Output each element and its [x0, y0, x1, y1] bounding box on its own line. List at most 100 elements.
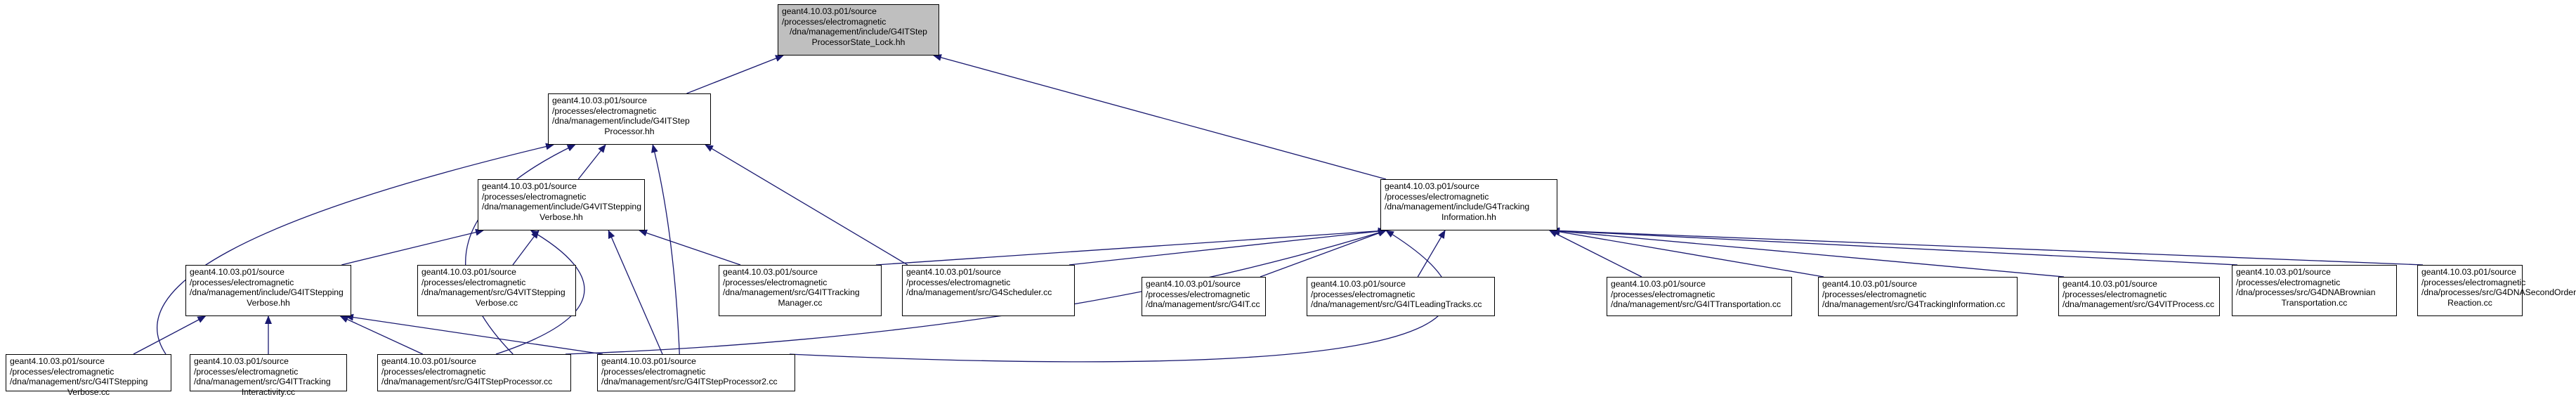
node-label-line: /dna/management/include/G4ITStep: [552, 116, 707, 126]
node-label-line: /processes/electromagnetic: [552, 106, 707, 117]
node-label-line: /dna/management/src/G4ITStepping: [10, 377, 167, 387]
node-label-line: /dna/management/src/G4Scheduler.cc: [906, 287, 1071, 298]
node-label-line: geant4.10.03.p01/source: [1385, 181, 1553, 192]
node-label-line: /dna/management/include/G4ITStep: [782, 27, 935, 37]
node-label-line: /dna/management/src/G4TrackingInformatio…: [1822, 299, 2013, 310]
edge-vitsteppingverbose-hh-to-itstepprocessor-hh: [578, 145, 606, 179]
node-label-line: /dna/management/src/G4ITTracking: [194, 377, 343, 387]
node-itstepprocessor-hh[interactable]: geant4.10.03.p01/source/processes/electr…: [548, 93, 711, 145]
edge-itsteppingverbose-hh-to-vitsteppingverbose-hh: [341, 230, 483, 265]
node-label-line: /processes/electromagnetic: [1822, 289, 2013, 300]
node-label-line: geant4.10.03.p01/source: [190, 267, 347, 278]
node-label-line: /dna/management/include/G4ITStepping: [190, 287, 347, 298]
node-ittrackinginteractivity-cc[interactable]: geant4.10.03.p01/source/processes/electr…: [190, 354, 347, 391]
node-label-line: Information.hh: [1385, 212, 1553, 223]
node-label-line: Verbose.cc: [10, 387, 167, 397]
node-label-line: geant4.10.03.p01/source: [2236, 267, 2393, 278]
node-label-line: /processes/electromagnetic: [2062, 289, 2216, 300]
node-label-line: Verbose.hh: [190, 298, 347, 308]
node-label-line: /processes/electromagnetic: [1146, 289, 1262, 300]
node-ittransportation-cc[interactable]: geant4.10.03.p01/source/processes/electr…: [1607, 277, 1792, 316]
node-label-line: geant4.10.03.p01/source: [1611, 279, 1788, 289]
include-dependency-graph: geant4.10.03.p01/source/processes/electr…: [0, 0, 2527, 396]
node-label-line: /processes/electromagnetic: [1311, 289, 1491, 300]
node-itleadingtracks-cc[interactable]: geant4.10.03.p01/source/processes/electr…: [1307, 277, 1495, 316]
node-trackinginformation-cc[interactable]: geant4.10.03.p01/source/processes/electr…: [1818, 277, 2018, 316]
node-itsteppingverbose-cc[interactable]: geant4.10.03.p01/source/processes/electr…: [6, 354, 171, 391]
node-label-line: Interactivity.cc: [194, 387, 343, 397]
node-root[interactable]: geant4.10.03.p01/source/processes/electr…: [778, 4, 939, 56]
edge-itstepprocessor-hh-to-root: [687, 56, 784, 93]
edge-vitsteppingverbose-cc-to-vitsteppingverbose-hh: [513, 230, 539, 265]
node-label-line: ProcessorState_Lock.hh: [782, 37, 935, 48]
node-label-line: geant4.10.03.p01/source: [482, 181, 641, 192]
node-label-line: /processes/electromagnetic: [482, 192, 641, 202]
node-ittrackingmanager-cc[interactable]: geant4.10.03.p01/source/processes/electr…: [719, 265, 882, 316]
node-label-line: /processes/electromagnetic: [906, 278, 1071, 288]
node-it-cc[interactable]: geant4.10.03.p01/source/processes/electr…: [1142, 277, 1266, 316]
node-label-line: /processes/electromagnetic: [723, 278, 877, 288]
node-label-line: /processes/electromagnetic: [782, 17, 935, 27]
node-itsteppingverbose-hh[interactable]: geant4.10.03.p01/source/processes/electr…: [185, 265, 351, 316]
node-scheduler-cc[interactable]: geant4.10.03.p01/source/processes/electr…: [902, 265, 1075, 316]
node-label-line: /dna/processes/src/G4DNASecondOrder: [2421, 287, 2518, 298]
node-label-line: geant4.10.03.p01/source: [2421, 267, 2518, 278]
node-label-line: /dna/management/src/G4IT.cc: [1146, 299, 1262, 310]
node-label-line: geant4.10.03.p01/source: [782, 6, 935, 17]
node-label-line: /processes/electromagnetic: [190, 278, 347, 288]
edge-ittrackingmanager-cc-to-vitsteppingverbose-hh: [639, 230, 740, 265]
node-dnabrownian-cc[interactable]: geant4.10.03.p01/source/processes/electr…: [2232, 265, 2397, 316]
node-label-line: /processes/electromagnetic: [2236, 278, 2393, 288]
node-label-line: /dna/management/include/G4VITStepping: [482, 202, 641, 212]
node-label-line: /processes/electromagnetic: [194, 367, 343, 377]
edge-scheduler-cc-to-itstepprocessor-hh: [705, 145, 908, 265]
node-label-line: /processes/electromagnetic: [421, 278, 572, 288]
node-label-line: geant4.10.03.p01/source: [723, 267, 877, 278]
node-itstepprocessor-cc[interactable]: geant4.10.03.p01/source/processes/electr…: [377, 354, 571, 391]
edge-ittrackingmanager-cc-to-trackinginformation-hh: [876, 230, 1386, 265]
node-vitsteppingverbose-cc[interactable]: geant4.10.03.p01/source/processes/electr…: [417, 265, 576, 316]
node-itstepprocessor2-cc[interactable]: geant4.10.03.p01/source/processes/electr…: [597, 354, 795, 391]
edge-itstepprocessor2-cc-to-itstepprocessor-hh: [653, 145, 679, 354]
node-dnasecondorder-cc[interactable]: geant4.10.03.p01/source/processes/electr…: [2417, 265, 2523, 316]
edge-layer: [0, 0, 2527, 396]
edge-dnasecondorder-cc-to-trackinginformation-hh: [1552, 230, 2423, 265]
node-label-line: Processor.hh: [552, 126, 707, 137]
node-label-line: /processes/electromagnetic: [601, 367, 791, 377]
node-label-line: /dna/management/src/G4VITStepping: [421, 287, 572, 298]
node-label-line: Verbose.hh: [482, 212, 641, 223]
node-label-line: geant4.10.03.p01/source: [601, 356, 791, 367]
edge-itleadingtracks-cc-to-trackinginformation-hh: [1418, 230, 1445, 277]
edge-itstepprocessor2-cc-to-vitsteppingverbose-hh: [608, 230, 662, 354]
node-label-line: /dna/management/include/G4Tracking: [1385, 202, 1553, 212]
node-label-line: Reaction.cc: [2421, 298, 2518, 308]
node-label-line: geant4.10.03.p01/source: [194, 356, 343, 367]
node-label-line: geant4.10.03.p01/source: [1311, 279, 1491, 289]
node-label-line: /dna/management/src/G4VITProcess.cc: [2062, 299, 2216, 310]
node-label-line: /processes/electromagnetic: [2421, 278, 2518, 288]
node-label-line: Manager.cc: [723, 298, 877, 308]
node-label-line: /processes/electromagnetic: [1611, 289, 1788, 300]
node-label-line: /dna/management/src/G4ITStepProcessor.cc: [381, 377, 567, 387]
node-label-line: /processes/electromagnetic: [381, 367, 567, 377]
node-label-line: Transportation.cc: [2236, 298, 2393, 308]
node-label-line: geant4.10.03.p01/source: [421, 267, 572, 278]
node-label-line: /dna/management/src/G4ITTracking: [723, 287, 877, 298]
node-label-line: /dna/management/src/G4ITTransportation.c…: [1611, 299, 1788, 310]
edge-trackinginformation-hh-to-root: [934, 56, 1386, 179]
node-label-line: geant4.10.03.p01/source: [10, 356, 167, 367]
node-label-line: /dna/management/src/G4ITStepProcessor2.c…: [601, 377, 791, 387]
node-label-line: Verbose.cc: [421, 298, 572, 308]
node-label-line: /dna/management/src/G4ITLeadingTracks.cc: [1311, 299, 1491, 310]
edge-itsteppingverbose-cc-to-itsteppingverbose-hh: [133, 316, 205, 354]
node-label-line: geant4.10.03.p01/source: [2062, 279, 2216, 289]
node-label-line: geant4.10.03.p01/source: [552, 96, 707, 106]
node-vitsteppingverbose-hh[interactable]: geant4.10.03.p01/source/processes/electr…: [478, 179, 645, 230]
node-label-line: geant4.10.03.p01/source: [906, 267, 1071, 278]
node-label-line: geant4.10.03.p01/source: [381, 356, 567, 367]
node-trackinginformation-hh[interactable]: geant4.10.03.p01/source/processes/electr…: [1380, 179, 1557, 230]
node-label-line: /dna/processes/src/G4DNABrownian: [2236, 287, 2393, 298]
node-label-line: /processes/electromagnetic: [1385, 192, 1553, 202]
node-vitprocess-cc[interactable]: geant4.10.03.p01/source/processes/electr…: [2058, 277, 2220, 316]
node-label-line: /processes/electromagnetic: [10, 367, 167, 377]
